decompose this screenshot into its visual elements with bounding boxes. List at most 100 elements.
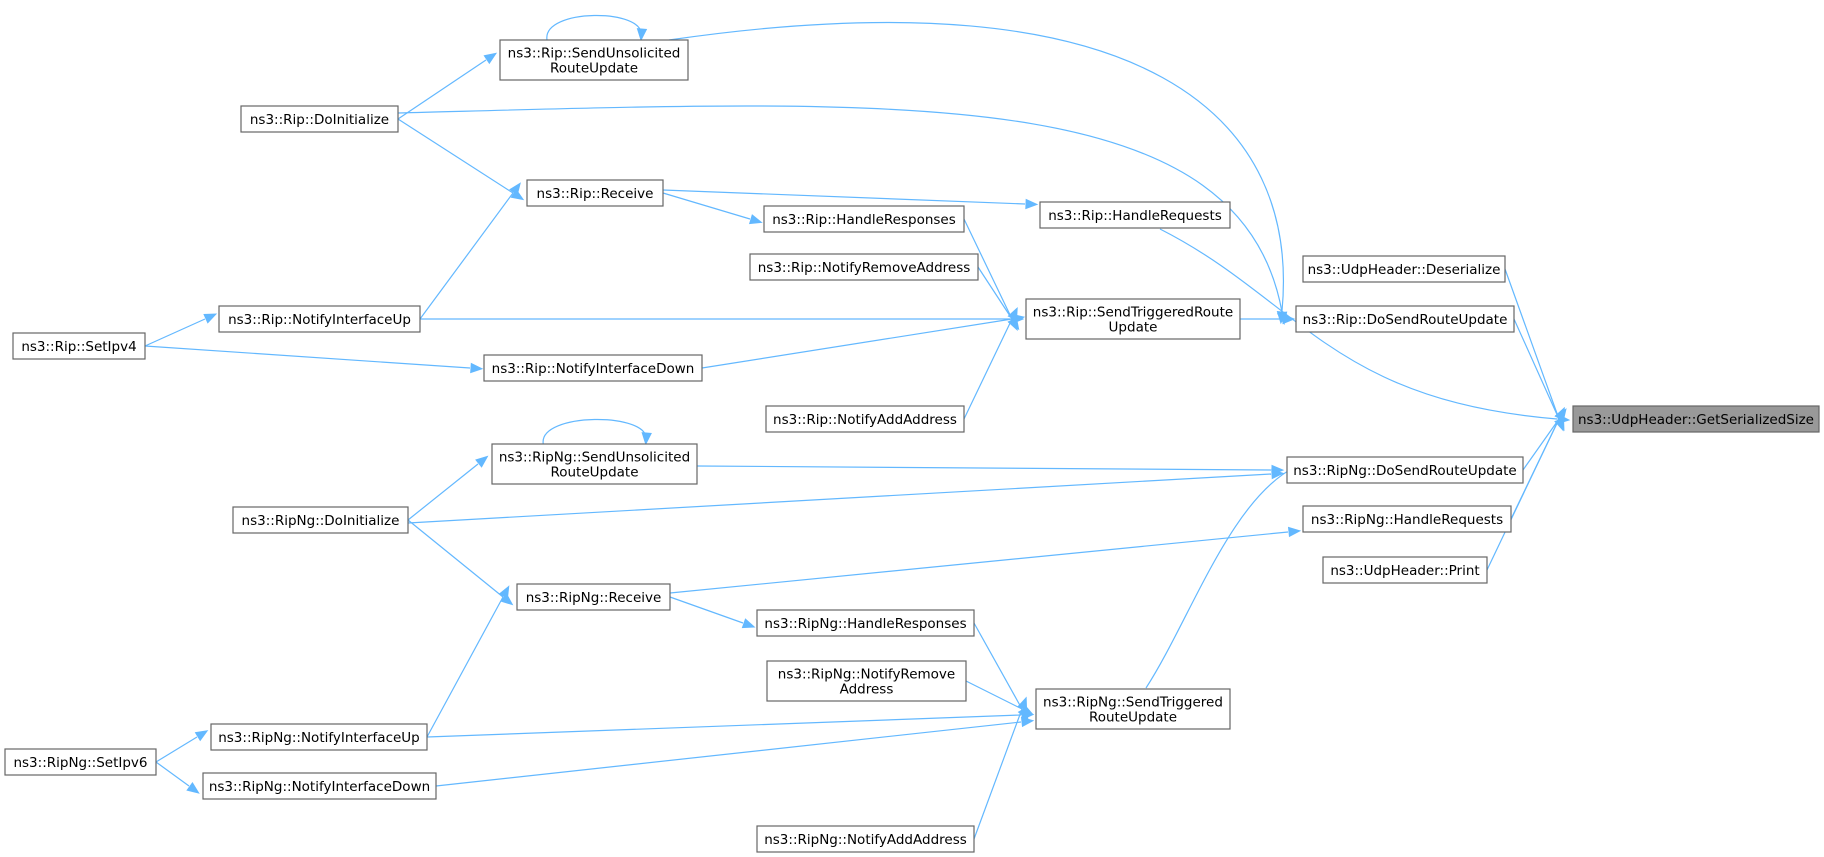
node-box xyxy=(1286,456,1524,484)
edge-udp_deser-to-udp_get xyxy=(1504,268,1565,432)
edge-ripng_setipv6-to-ripng_ifdown xyxy=(155,761,200,794)
node-label: ns3::RipNg::SendTriggered xyxy=(1043,695,1223,711)
edge-rip_sendtrig-to-rip_dosend xyxy=(1240,313,1296,325)
edge-rip_doinit-to-rip_receive xyxy=(397,118,525,201)
node-label: Address xyxy=(840,682,894,698)
edge-rip_setipv4-to-rip_ifup xyxy=(144,313,218,347)
node-ripng-dosend[interactable]: ns3::RipNg::DoSendRouteUpdate xyxy=(1286,456,1524,484)
edge-rip_setipv4-to-rip_ifdown xyxy=(144,345,484,374)
node-box xyxy=(763,205,965,233)
node-rip-ifup[interactable]: ns3::Rip::NotifyInterfaceUp xyxy=(218,305,421,333)
edge-rip_ifup-to-rip_sendtrig xyxy=(420,313,1025,325)
node-label: ns3::RipNg::HandleRequests xyxy=(1311,512,1503,528)
node-label: RouteUpdate xyxy=(550,61,638,77)
node-udp-print[interactable]: ns3::UdpHeader::Print xyxy=(1322,556,1488,584)
edge-ripng_doinit-to-ripng_dosend xyxy=(407,468,1285,524)
edge-rip_receive-to-rip_handleresp xyxy=(662,192,763,225)
edge-rip_receive-to-rip_handlereq xyxy=(662,189,1039,210)
node-label: ns3::RipNg::SendUnsolicited xyxy=(499,450,690,466)
node-label: RouteUpdate xyxy=(1089,710,1177,726)
edge-ripng_notifyremove-to-ripng_sendtrig xyxy=(965,680,1034,715)
node-box xyxy=(765,405,965,433)
node-rip-doinit[interactable]: ns3::Rip::DoInitialize xyxy=(240,105,399,133)
node-label: ns3::Rip::Receive xyxy=(537,186,654,202)
node-box xyxy=(210,723,428,751)
node-label: ns3::Rip::HandleRequests xyxy=(1048,208,1222,224)
node-box xyxy=(516,583,671,611)
edge-ripng_ifup-to-ripng_receive xyxy=(426,585,510,738)
node-label: ns3::RipNg::NotifyAddAddress xyxy=(764,832,967,848)
node-rip-handleresp[interactable]: ns3::Rip::HandleResponses xyxy=(763,205,965,233)
node-label: ns3::Rip::SendUnsolicited xyxy=(508,46,681,62)
node-box xyxy=(526,179,664,207)
edge-ripng_sendunsol-to-ripng_sendunsol xyxy=(542,418,652,446)
node-ripng-doinit[interactable]: ns3::RipNg::DoInitialize xyxy=(232,506,409,534)
nodes-layer: ns3::UdpHeader::GetSerializedSizens3::Ri… xyxy=(4,39,1820,853)
edge-ripng_doinit-to-ripng_sendunsol xyxy=(407,455,489,521)
node-ripng-notifyremove[interactable]: ns3::RipNg::NotifyRemoveAddress xyxy=(766,660,967,702)
node-ripng-notifyadd[interactable]: ns3::RipNg::NotifyAddAddress xyxy=(756,825,975,853)
node-box xyxy=(1302,255,1506,283)
node-box xyxy=(202,772,437,800)
node-box xyxy=(240,105,399,133)
node-label: ns3::Rip::NotifyAddAddress xyxy=(773,412,957,428)
node-label: ns3::Rip::NotifyInterfaceUp xyxy=(228,312,411,328)
node-rip-notifyadd[interactable]: ns3::Rip::NotifyAddAddress xyxy=(765,405,965,433)
node-rip-notifyremove[interactable]: ns3::Rip::NotifyRemoveAddress xyxy=(749,253,979,281)
edge-ripng_notifyadd-to-ripng_sendtrig xyxy=(973,696,1028,840)
node-ripng-ifdown[interactable]: ns3::RipNg::NotifyInterfaceDown xyxy=(202,772,437,800)
node-box xyxy=(1302,505,1512,533)
node-box xyxy=(1025,298,1241,340)
node-udp-deser[interactable]: ns3::UdpHeader::Deserialize xyxy=(1302,255,1506,283)
node-label: ns3::UdpHeader::Deserialize xyxy=(1308,262,1501,278)
node-label: ns3::Rip::SetIpv4 xyxy=(21,339,136,355)
node-box xyxy=(1039,201,1231,229)
node-box xyxy=(756,825,975,853)
node-label: ns3::RipNg::DoSendRouteUpdate xyxy=(1293,463,1516,479)
node-box xyxy=(491,443,698,485)
edges-layer xyxy=(144,14,1571,840)
node-box xyxy=(218,305,421,333)
node-label: ns3::UdpHeader::GetSerializedSize xyxy=(1578,412,1814,428)
node-label: ns3::RipNg::DoInitialize xyxy=(242,513,400,529)
edge-ripng_receive-to-ripng_handleresp xyxy=(669,596,756,629)
edge-rip_ifdown-to-rip_sendtrig xyxy=(701,313,1026,369)
node-ripng-ifup[interactable]: ns3::RipNg::NotifyInterfaceUp xyxy=(210,723,428,751)
node-box xyxy=(749,253,979,281)
edge-ripng_sendunsol-to-ripng_dosend xyxy=(696,464,1285,476)
edge-rip_ifup-to-rip_receive xyxy=(419,182,521,320)
node-box xyxy=(766,660,967,702)
node-box xyxy=(1035,688,1231,730)
node-ripng-receive[interactable]: ns3::RipNg::Receive xyxy=(516,583,671,611)
node-rip-setipv4[interactable]: ns3::Rip::SetIpv4 xyxy=(12,332,146,360)
edge-rip_sendunsol-to-rip_sendunsol xyxy=(546,14,648,42)
edge-ripng_ifup-to-ripng_sendtrig xyxy=(426,709,1035,738)
node-box xyxy=(12,332,146,360)
node-label: ns3::Rip::NotifyRemoveAddress xyxy=(758,260,971,276)
node-ripng-setipv6[interactable]: ns3::RipNg::SetIpv6 xyxy=(4,748,157,776)
node-box xyxy=(499,39,689,81)
edge-ripng_doinit-to-ripng_receive xyxy=(407,519,514,606)
node-label: ns3::Rip::HandleResponses xyxy=(772,212,956,228)
node-label: ns3::RipNg::SetIpv6 xyxy=(13,755,147,771)
node-ripng-handlereq[interactable]: ns3::RipNg::HandleRequests xyxy=(1302,505,1512,533)
node-rip-handlereq[interactable]: ns3::Rip::HandleRequests xyxy=(1039,201,1231,229)
node-label: ns3::Rip::SendTriggeredRoute xyxy=(1033,305,1233,321)
edge-ripng_setipv6-to-ripng_ifup xyxy=(155,730,209,763)
edge-rip_notifyadd-to-rip_sendtrig xyxy=(963,306,1018,420)
node-rip-dosend[interactable]: ns3::Rip::DoSendRouteUpdate xyxy=(1295,305,1515,333)
node-box xyxy=(1322,556,1488,584)
node-rip-receive[interactable]: ns3::Rip::Receive xyxy=(526,179,664,207)
node-label: RouteUpdate xyxy=(550,465,638,481)
node-ripng-handleresp[interactable]: ns3::RipNg::HandleResponses xyxy=(756,609,975,637)
node-label: ns3::RipNg::Receive xyxy=(526,590,662,606)
node-rip-ifdown[interactable]: ns3::Rip::NotifyInterfaceDown xyxy=(483,354,703,382)
node-box xyxy=(1295,305,1515,333)
node-label: ns3::RipNg::NotifyInterfaceDown xyxy=(209,779,430,795)
node-udp-get[interactable]: ns3::UdpHeader::GetSerializedSize xyxy=(1572,405,1820,433)
